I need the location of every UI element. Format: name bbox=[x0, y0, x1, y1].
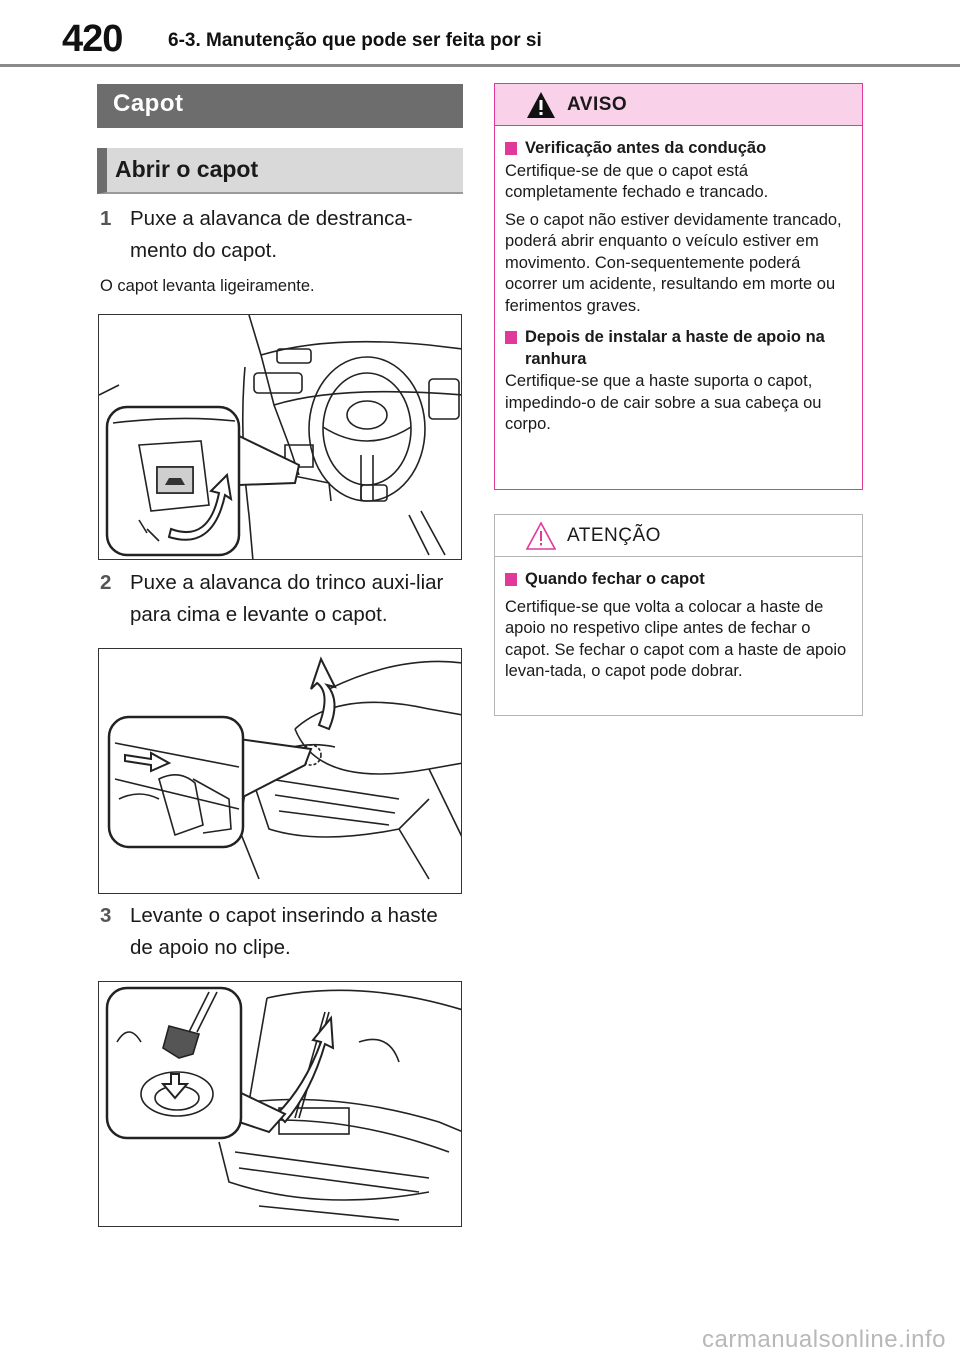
step-1-note: O capot levanta ligeiramente. bbox=[100, 277, 315, 295]
header-rule bbox=[0, 64, 960, 67]
page-number: 420 bbox=[62, 18, 123, 60]
step-number: 3 bbox=[100, 904, 112, 927]
step-number: 2 bbox=[100, 571, 112, 594]
figure-hood-release-lever bbox=[98, 314, 462, 560]
warning-paragraph: Se o capot não estiver devidamente tranc… bbox=[505, 210, 842, 315]
warning-body: Verificação antes da condução Certifique… bbox=[495, 126, 862, 436]
square-bullet-icon bbox=[505, 331, 517, 344]
step-1: 1 Puxe a alavanca de destranca-mento do … bbox=[100, 203, 465, 267]
subsection-title: Abrir o capot bbox=[97, 148, 463, 194]
caution-item-heading-text: Quando fechar o capot bbox=[525, 570, 705, 588]
step-2: 2 Puxe a alavanca do trinco auxi-liar pa… bbox=[100, 567, 465, 631]
figure-support-rod bbox=[98, 981, 462, 1227]
watermark: carmanualsonline.info bbox=[702, 1326, 946, 1353]
warning-item-heading: Verificação antes da condução bbox=[505, 138, 850, 160]
square-bullet-icon bbox=[505, 142, 517, 155]
warning-title: AVISO bbox=[567, 94, 628, 115]
figure-auxiliary-catch-lever bbox=[98, 648, 462, 894]
caution-header: ATENÇÃO bbox=[495, 515, 862, 557]
step-number: 1 bbox=[100, 207, 112, 230]
step-text: Levante o capot inserindo a haste de apo… bbox=[130, 904, 438, 959]
step-text: Puxe a alavanca de destranca-mento do ca… bbox=[130, 207, 413, 262]
warning-item-heading-text: Depois de instalar a haste de apoio na r… bbox=[525, 328, 825, 368]
warning-box: AVISO Verificação antes da condução Cert… bbox=[494, 83, 863, 490]
dashboard-illustration bbox=[99, 315, 461, 559]
caution-title: ATENÇÃO bbox=[567, 525, 661, 546]
square-bullet-icon bbox=[505, 573, 517, 586]
warning-paragraph: Certifique-se de que o capot está comple… bbox=[505, 161, 769, 202]
support-rod-illustration bbox=[105, 986, 461, 1221]
warning-triangle-icon bbox=[525, 90, 557, 125]
warning-item-heading-text: Verificação antes da condução bbox=[525, 139, 767, 157]
caution-triangle-icon bbox=[525, 521, 557, 556]
warning-paragraph: Certifique-se que a haste suporta o capo… bbox=[505, 372, 822, 433]
caution-item-heading: Quando fechar o capot bbox=[505, 569, 850, 591]
warning-item-heading: Depois de instalar a haste de apoio na r… bbox=[505, 327, 850, 370]
caution-box: ATENÇÃO Quando fechar o capot Certifique… bbox=[494, 514, 863, 716]
caution-paragraph: Certifique-se que volta a colocar a hast… bbox=[505, 597, 847, 681]
hood-front-illustration bbox=[107, 656, 461, 880]
chapter-title: 6-3. Manutenção que pode ser feita por s… bbox=[168, 30, 542, 51]
section-title: Capot bbox=[97, 84, 463, 128]
step-3: 3 Levante o capot inserindo a haste de a… bbox=[100, 900, 465, 964]
caution-body: Quando fechar o capot Certifique-se que … bbox=[495, 557, 862, 683]
step-text: Puxe a alavanca do trinco auxi-liar para… bbox=[130, 571, 444, 626]
warning-header: AVISO bbox=[495, 84, 862, 126]
